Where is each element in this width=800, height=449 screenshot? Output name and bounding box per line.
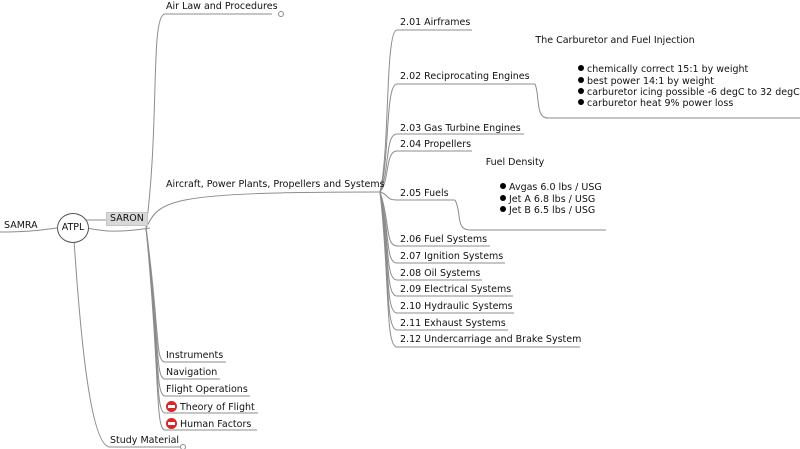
subtopic-fuel-systems[interactable]: 2.06 Fuel Systems [400,234,488,245]
note-item: best power 14:1 by weight [578,76,750,87]
branch-instruments[interactable]: Instruments [166,350,224,361]
branch-aircraft-systems[interactable]: Aircraft, Power Plants, Propellers and S… [166,179,385,190]
bullet-icon [578,76,584,83]
bullet-icon [500,183,506,190]
note-item: Avgas 6.0 lbs / USG [500,182,610,193]
subtopic-gas-turbine-engines[interactable]: 2.03 Gas Turbine Engines [400,123,521,134]
subtopic-hydraulic-systems[interactable]: 2.10 Hydraulic Systems [400,301,513,312]
bullet-icon [578,99,584,106]
note-item: Jet A 6.8 lbs / USG [500,194,610,205]
stop-icon [166,401,177,412]
note-item: chemically correct 15:1 by weight [578,64,750,75]
branch-air-law[interactable]: Air Law and Procedures [166,1,278,12]
note-item: Jet B 6.5 lbs / USG [500,205,610,216]
bullet-icon [578,65,584,72]
bullet-icon [500,205,506,212]
subtopic-reciprocating-engines[interactable]: 2.02 Reciprocating Engines [400,71,530,82]
note-item: carburetor heat 9% power loss [578,98,750,109]
root-label: ATPL [61,222,85,233]
subtopic-ignition-systems[interactable]: 2.07 Ignition Systems [400,251,504,262]
saron-tag[interactable]: SARON [106,212,148,226]
branch-navigation[interactable]: Navigation [166,367,218,378]
subtopic-propellers[interactable]: 2.04 Propellers [400,139,472,150]
note-carburetor-title: The Carburetor and Fuel Injection [535,35,695,46]
subtopic-exhaust-systems[interactable]: 2.11 Exhaust Systems [400,318,506,329]
subtopic-undercarriage-brakes[interactable]: 2.12 Undercarriage and Brake System [400,334,582,345]
branch-label: Human Factors [180,419,252,430]
stop-icon [166,418,177,429]
branch-theory-of-flight[interactable]: Theory of Flight [164,401,257,414]
note-carburetor[interactable]: The Carburetor and Fuel Injection chemic… [530,35,800,109]
subtopic-fuels[interactable]: 2.05 Fuels [400,188,449,199]
bullet-icon [500,194,506,201]
subtopic-electrical-systems[interactable]: 2.09 Electrical Systems [400,284,512,295]
note-fuel-density[interactable]: Fuel Density Avgas 6.0 lbs / USG Jet A 6… [420,157,610,216]
subtopic-oil-systems[interactable]: 2.08 Oil Systems [400,268,481,279]
samra-node[interactable]: SAMRA [4,220,38,231]
bullet-icon [578,87,584,94]
branch-flight-operations[interactable]: Flight Operations [166,384,248,395]
branch-human-factors[interactable]: Human Factors [164,418,253,431]
root-node-atpl[interactable]: ATPL [57,213,89,243]
branch-study-material[interactable]: Study Material [110,435,180,446]
note-fuel-density-title: Fuel Density [485,157,545,168]
subtopic-airframes[interactable]: 2.01 Airframes [400,17,471,28]
branch-label: Theory of Flight [180,402,255,413]
note-item: carburetor icing possible -6 degC to 32 … [578,87,800,98]
